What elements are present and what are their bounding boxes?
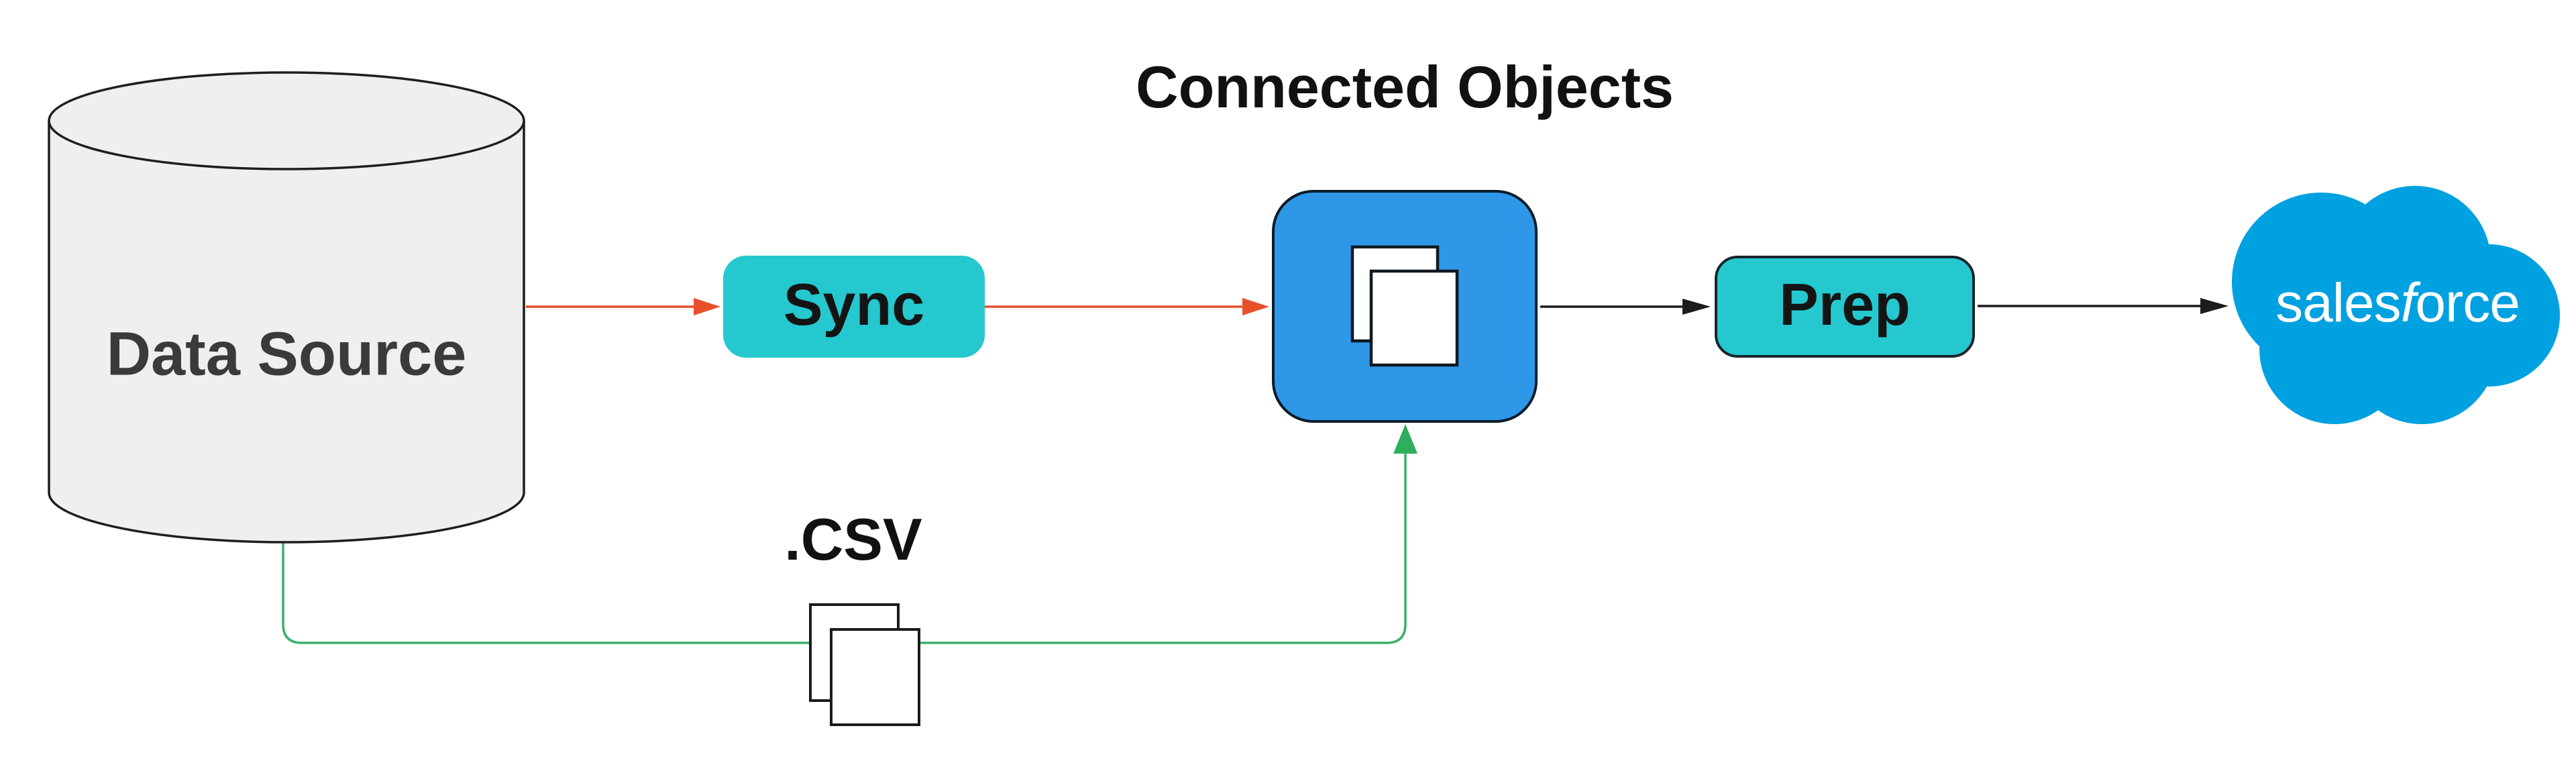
black-arrowhead-icon [1682, 299, 1711, 315]
csv-documents-icon [809, 603, 920, 726]
sync-label: Sync [783, 271, 925, 338]
connected-objects-node [1272, 190, 1538, 423]
document-front [830, 628, 920, 726]
cylinder-body [48, 121, 525, 544]
black-arrowhead-icon [2200, 298, 2229, 314]
document-front [1369, 269, 1459, 367]
prep-label: Prep [1779, 271, 1911, 338]
orange-arrowhead-icon [1242, 298, 1269, 315]
salesforce-wordmark: salesforce [2275, 272, 2520, 335]
salesforce-cloud-icon [2232, 186, 2560, 424]
connected-objects-title: Connected Objects [1136, 54, 1674, 120]
csv-label: .CSV [784, 506, 922, 572]
documents-icon [1350, 245, 1459, 367]
green-arrowhead-icon [1393, 424, 1417, 454]
cylinder-top [48, 71, 525, 170]
salesforce-wordmark-orce: orce [2415, 272, 2520, 334]
salesforce-wordmark-sales: sales [2275, 272, 2401, 334]
prep-node: Prep [1715, 256, 1975, 358]
sync-node: Sync [723, 256, 985, 358]
datasource-label: Data Source [106, 319, 467, 389]
cloud-lobe [2347, 274, 2497, 424]
salesforce-wordmark-f: f [2400, 272, 2416, 334]
orange-arrowhead-icon [694, 298, 720, 315]
database-cylinder-icon [48, 71, 525, 544]
